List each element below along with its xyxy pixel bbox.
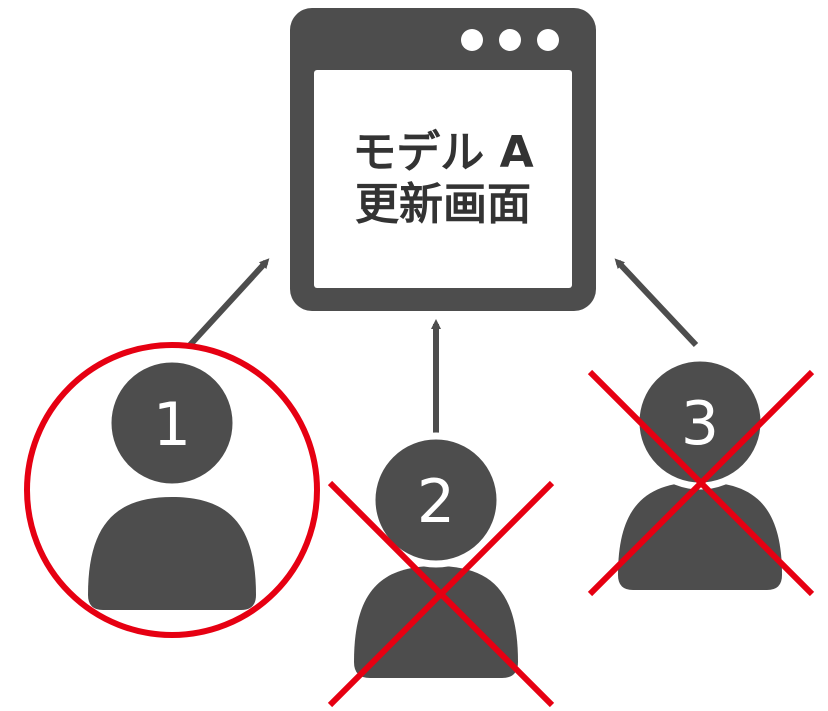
window-dot-icon xyxy=(499,29,521,51)
arrow-user3-to-screen xyxy=(614,258,699,348)
screen-window: モデル A 更新画面 xyxy=(290,8,596,311)
screen-title-line2: 更新画面 xyxy=(355,179,531,230)
allowed-circle-marker xyxy=(24,342,320,638)
screen-title-line1: モデル A xyxy=(352,127,533,178)
user-body-icon xyxy=(88,497,256,610)
window-dot-icon xyxy=(461,29,483,51)
window-content xyxy=(314,70,572,288)
user-3: 3 xyxy=(587,354,815,597)
user-body-icon xyxy=(618,482,782,590)
window-dot-icon xyxy=(537,29,559,51)
user-3-number: 3 xyxy=(681,389,719,459)
user-head-icon xyxy=(104,355,240,491)
arrow-user1-to-screen xyxy=(187,258,270,348)
denied-cross-icon xyxy=(327,480,555,708)
user-2-number: 2 xyxy=(417,467,455,537)
user-body-icon xyxy=(354,566,518,678)
user-2: 2 xyxy=(327,432,555,708)
denied-cross-icon xyxy=(587,369,815,597)
user-1-number: 1 xyxy=(153,390,191,460)
user-head-icon xyxy=(368,432,504,568)
user-1: 1 xyxy=(24,342,320,638)
